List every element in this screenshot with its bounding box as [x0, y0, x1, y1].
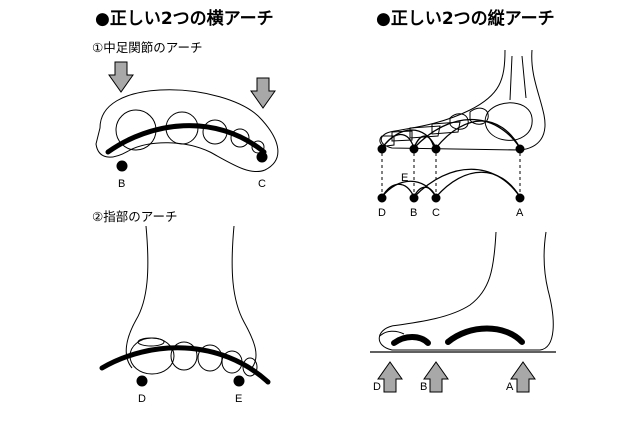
point-b-label: B	[118, 178, 125, 190]
point-a-dot	[515, 193, 525, 203]
up-arrow-icon	[423, 361, 449, 393]
point-b-dot	[116, 160, 128, 172]
right-title: ●正しい2つの縦アーチ	[376, 9, 555, 29]
up-arrow-icon	[377, 361, 403, 393]
foot-skeleton-figure: E D B C A	[377, 49, 546, 219]
point-a-label: A	[516, 207, 524, 219]
point-c-label: C	[432, 207, 440, 219]
arrow-d-label: D	[373, 381, 381, 393]
foot-side-figure: D B A	[370, 231, 556, 393]
point-d-label: D	[138, 393, 146, 405]
point-e-label: E	[235, 393, 242, 405]
point-e-label: E	[401, 172, 408, 184]
point-b-label: B	[410, 207, 417, 219]
leg-bones	[509, 55, 527, 101]
foot-outline	[380, 49, 546, 151]
foot-cross-section-outline	[95, 89, 279, 172]
metatarsal-arch-figure: B C	[95, 61, 279, 190]
point-c-dot	[431, 193, 441, 203]
foot-left-outline	[125, 225, 149, 369]
calcaneus-bone	[484, 102, 533, 141]
down-arrow-icon	[108, 61, 134, 93]
arrow-a-label: A	[506, 381, 514, 393]
toenail	[379, 330, 405, 337]
foot-outline	[378, 231, 554, 351]
point-d-dot	[377, 193, 387, 203]
main-arch-line	[445, 325, 525, 345]
arch-line	[99, 345, 271, 385]
down-arrow-icon	[250, 77, 276, 109]
arch-line	[105, 123, 267, 155]
arrow-b-label: B	[420, 381, 427, 393]
point-c-label: C	[258, 178, 266, 190]
point-b-dot	[409, 193, 419, 203]
foot-right-outline	[231, 225, 257, 371]
forefoot-arch-line	[391, 334, 431, 346]
toe-arch-figure: D E	[99, 225, 271, 405]
point-d-dot	[136, 375, 148, 387]
section2-title: ②指部のアーチ	[92, 209, 178, 224]
point-e-dot	[233, 375, 245, 387]
point-d-label: D	[378, 207, 386, 219]
section1-title: ①中足関節のアーチ	[92, 40, 203, 55]
up-arrow-icon	[510, 361, 536, 393]
point-c-dot	[256, 151, 268, 163]
left-title: ●正しい2つの横アーチ	[95, 9, 274, 29]
